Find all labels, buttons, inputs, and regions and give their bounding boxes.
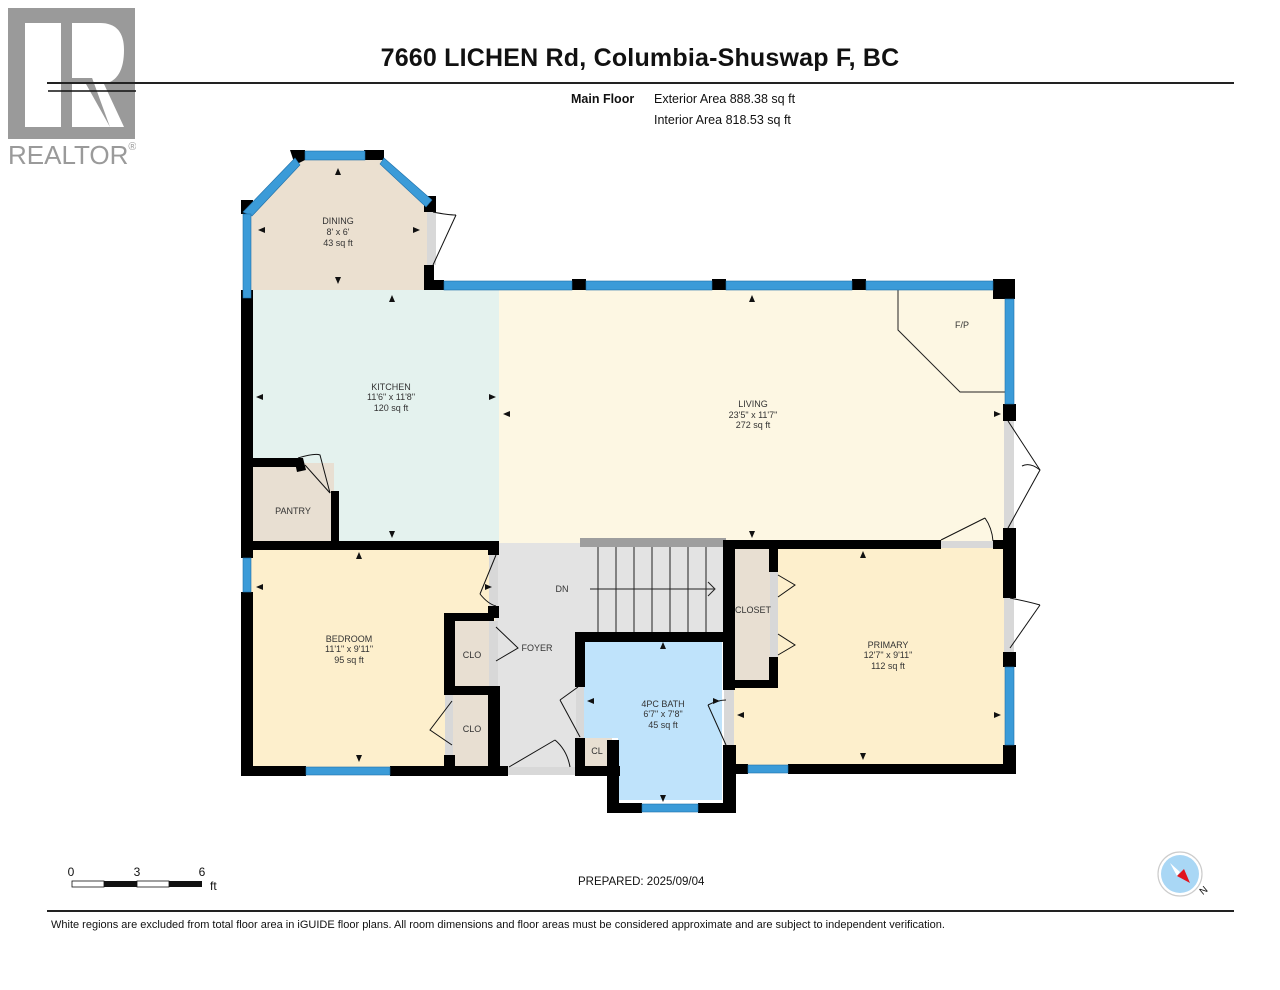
dining-area: 43 sq ft xyxy=(323,238,353,248)
bedroom-dims: 11'1" x 9'11" xyxy=(325,644,373,654)
living-area: 272 sq ft xyxy=(736,420,771,430)
svg-text:0: 0 xyxy=(68,865,75,879)
svg-text:ft: ft xyxy=(210,879,217,893)
svg-text:REALTOR®: REALTOR® xyxy=(8,140,136,168)
primary-area: 112 sq ft xyxy=(871,661,905,671)
interior-area: Interior Area 818.53 sq ft xyxy=(654,113,791,127)
svg-text:6: 6 xyxy=(199,865,206,879)
room-dining[interactable] xyxy=(250,157,428,290)
kitchen-label: KITCHEN xyxy=(371,382,411,392)
kitchen-area: 120 sq ft xyxy=(374,403,409,413)
scale-bar: 0 3 6 ft xyxy=(66,864,236,896)
realtor-logo: REALTOR® xyxy=(8,8,137,170)
kitchen-dims: 11'6" x 11'8" xyxy=(367,392,415,402)
bedroom-area: 95 sq ft xyxy=(334,655,364,665)
pantry-label: PANTRY xyxy=(275,506,311,516)
fireplace-label: F/P xyxy=(955,320,969,330)
footer-divider xyxy=(47,910,1234,912)
closet2-label: CLO xyxy=(463,724,482,734)
svg-text:3: 3 xyxy=(134,865,141,879)
closet-primary-label: CLOSET xyxy=(735,605,772,615)
dining-label: DINING xyxy=(322,216,354,226)
north-compass-icon: N xyxy=(1156,850,1212,900)
bedroom-label: BEDROOM xyxy=(326,634,373,644)
bath-closet-label: CL xyxy=(591,746,603,756)
header-divider xyxy=(47,82,1234,84)
floor-label: Main Floor xyxy=(571,92,635,106)
living-label: LIVING xyxy=(738,399,768,409)
foyer-label: FOYER xyxy=(521,643,553,653)
svg-text:N: N xyxy=(1198,885,1211,898)
stairs-label: DN xyxy=(556,584,569,594)
primary-dims: 12'7" x 9'11" xyxy=(864,650,913,660)
disclaimer-text: White regions are excluded from total fl… xyxy=(51,919,945,931)
room-living[interactable] xyxy=(499,290,1007,543)
page-title: 7660 LICHEN Rd, Columbia-Shuswap F, BC xyxy=(380,44,900,72)
prepared-date: PREPARED: 2025/09/04 xyxy=(578,876,705,888)
room-pantry[interactable] xyxy=(250,463,334,543)
stairs[interactable] xyxy=(580,540,728,635)
room-closet-clo2[interactable] xyxy=(452,695,492,768)
closet1-label: CLO xyxy=(463,650,482,660)
dining-dims: 8' x 6' xyxy=(327,227,350,237)
bath-dims: 6'7" x 7'8" xyxy=(643,709,682,719)
bath-label: 4PC BATH xyxy=(641,699,684,709)
room-foyer[interactable] xyxy=(495,543,585,768)
room-closet-clo1[interactable] xyxy=(452,620,492,688)
living-dims: 23'5" x 11'7" xyxy=(729,410,778,420)
bath-area: 45 sq ft xyxy=(648,720,678,730)
exterior-area: Exterior Area 888.38 sq ft xyxy=(654,92,796,106)
primary-label: PRIMARY xyxy=(868,640,909,650)
